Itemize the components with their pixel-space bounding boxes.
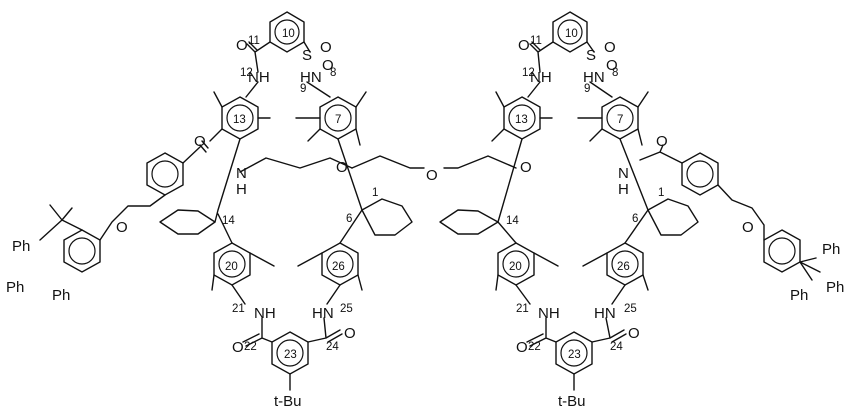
sulfonamide-hn-8: HN xyxy=(583,69,605,86)
locant-9: 9 xyxy=(300,83,306,95)
locant-14: 14 xyxy=(506,215,519,227)
locant-26: 26 xyxy=(332,261,345,273)
amide-hn-25: HN xyxy=(594,305,616,322)
oxygen-atom: O xyxy=(516,339,528,356)
phenyl-label: Ph xyxy=(826,279,844,296)
left-macrocycle: S O O O NH HN O N H O O Ph Ph Ph NH HN O… xyxy=(6,11,413,410)
locant-10: 10 xyxy=(565,28,578,40)
locant-11: 11 xyxy=(248,35,260,47)
locant-7: 7 xyxy=(335,114,341,126)
amide-nh-12: NH xyxy=(248,69,270,86)
locant-24: 24 xyxy=(610,341,623,353)
oxygen-atom: O xyxy=(628,325,640,342)
ring-10 xyxy=(269,11,305,53)
cyclohexane-6 xyxy=(647,198,699,236)
sulfur-atom-left: S xyxy=(302,47,312,64)
locant-12: 12 xyxy=(522,67,535,79)
phenoxy-ring-left xyxy=(63,229,101,273)
locant-25: 25 xyxy=(340,303,353,315)
locant-8: 8 xyxy=(612,67,618,79)
oxygen-atom: O xyxy=(232,339,244,356)
locant-13: 13 xyxy=(233,114,246,126)
oxygen-atom: O xyxy=(194,133,206,150)
benzoyl-ring-right xyxy=(681,152,719,196)
locant-1: 1 xyxy=(658,187,664,199)
phenyl-label: Ph xyxy=(6,279,24,296)
oxygen-atom: O xyxy=(656,133,668,150)
phenyl-label: Ph xyxy=(822,241,840,258)
locant-24: 24 xyxy=(326,341,339,353)
amide-nh-21: NH xyxy=(254,305,276,322)
oxygen-atom: O xyxy=(518,37,530,54)
phenyl-label: Ph xyxy=(12,238,30,255)
amide-nh-12: NH xyxy=(530,69,552,86)
ether-oxygen: O xyxy=(336,159,348,176)
right-bonds xyxy=(491,41,821,391)
amide-nitrogen: N xyxy=(236,165,247,182)
locant-6: 6 xyxy=(632,213,638,225)
cyclohexane-14 xyxy=(159,209,216,235)
locant-22: 22 xyxy=(244,341,257,353)
oxygen-atom: O xyxy=(322,57,334,74)
ether-oxygen: O xyxy=(520,159,532,176)
amide-hydrogen: H xyxy=(236,181,247,198)
locant-12: 12 xyxy=(240,67,253,79)
locant-23: 23 xyxy=(284,349,297,361)
oxygen-atom: O xyxy=(604,39,616,56)
central-linker: O xyxy=(351,155,517,184)
tert-butyl-label: t-Bu xyxy=(558,393,586,410)
tert-butyl-label: t-Bu xyxy=(274,393,302,410)
left-bonds xyxy=(39,41,367,391)
locant-10: 10 xyxy=(282,28,295,40)
locant-20: 20 xyxy=(509,261,522,273)
right-macrocycle: S O O O NH HN O N H O O Ph Ph Ph NH HN O… xyxy=(439,11,844,410)
benzoyl-ring-left xyxy=(146,152,184,196)
phenyl-label: Ph xyxy=(790,287,808,304)
amide-hn-25: HN xyxy=(312,305,334,322)
locant-1: 1 xyxy=(372,187,378,199)
ether-oxygen-center: O xyxy=(426,167,438,184)
oxygen-atom: O xyxy=(320,39,332,56)
locant-11: 11 xyxy=(530,35,542,47)
locant-6: 6 xyxy=(346,213,352,225)
ring-10 xyxy=(552,11,588,53)
sulfonamide-hn-8: HN xyxy=(300,69,322,86)
oxygen-atom: O xyxy=(236,37,248,54)
amide-nitrogen: N xyxy=(618,165,629,182)
locant-20: 20 xyxy=(225,261,238,273)
cyclohexane-6 xyxy=(361,198,413,236)
ether-oxygen: O xyxy=(116,219,128,236)
locant-9: 9 xyxy=(584,83,590,95)
sulfur-atom-right: S xyxy=(586,47,596,64)
phenoxy-ring-right xyxy=(763,229,801,273)
ether-oxygen: O xyxy=(742,219,754,236)
oxygen-atom: O xyxy=(344,325,356,342)
amide-hydrogen: H xyxy=(618,181,629,198)
locant-23: 23 xyxy=(568,349,581,361)
locant-21: 21 xyxy=(516,303,529,315)
locant-26: 26 xyxy=(617,261,630,273)
locant-21: 21 xyxy=(232,303,245,315)
locant-14: 14 xyxy=(222,215,235,227)
locant-7: 7 xyxy=(617,114,623,126)
oxygen-atom: O xyxy=(606,57,618,74)
phenyl-label: Ph xyxy=(52,287,70,304)
locant-22: 22 xyxy=(528,341,541,353)
cyclohexane-14 xyxy=(439,209,499,235)
linker-chain xyxy=(351,155,517,169)
locant-13: 13 xyxy=(515,114,528,126)
locant-25: 25 xyxy=(624,303,637,315)
locant-8: 8 xyxy=(330,67,336,79)
amide-nh-21: NH xyxy=(538,305,560,322)
